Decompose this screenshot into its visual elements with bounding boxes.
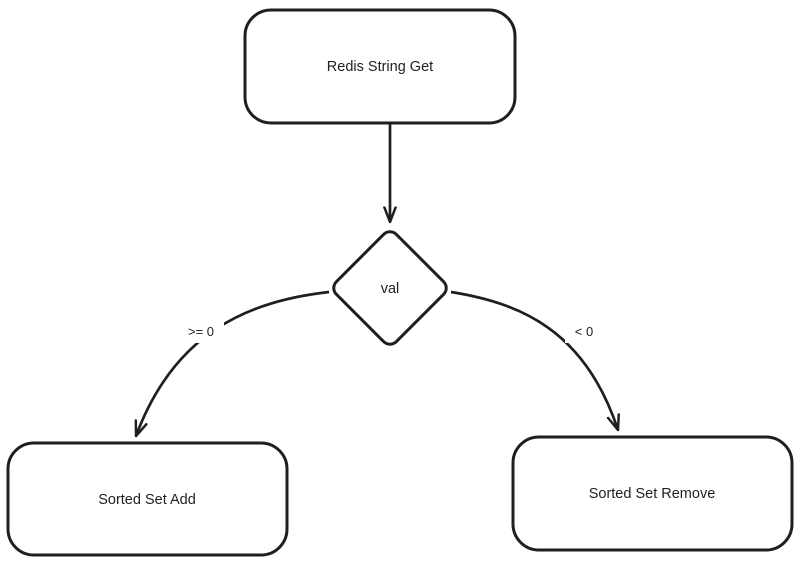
add-node-label: Sorted Set Add	[98, 492, 196, 508]
edge-decision-to-remove	[450, 290, 618, 430]
decision-node	[332, 230, 448, 346]
edge-label-background	[565, 319, 603, 343]
edge-label-background	[178, 319, 224, 343]
start-node	[243, 8, 517, 125]
add-node	[6, 441, 289, 557]
start-node-label: Redis String Get	[327, 59, 433, 75]
edge-label-lt-zero: < 0	[575, 324, 593, 339]
remove-node-label: Sorted Set Remove	[589, 486, 716, 502]
edge-label-gte-zero: >= 0	[188, 324, 214, 339]
decision-node-label: val	[381, 281, 400, 297]
remove-node	[511, 435, 794, 552]
edge-decision-to-add	[136, 290, 330, 436]
